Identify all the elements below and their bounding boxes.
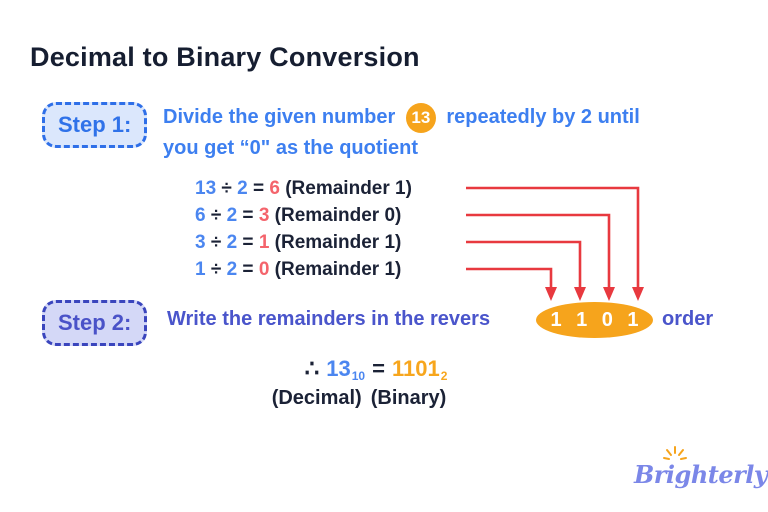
division-row: 1 ÷ 2 = 0 (Remainder 1) bbox=[195, 259, 402, 280]
step1-instruction-post: repeatedly by 2 until bbox=[446, 106, 640, 128]
division-steps: 13 ÷ 2 = 6 (Remainder 1) 6 ÷ 2 = 3 (Remai… bbox=[195, 175, 412, 283]
step2-label: Step 2: bbox=[58, 310, 132, 335]
base-labels: (Decimal) (Binary) bbox=[0, 387, 718, 410]
brighterly-logo-text: Brighterly bbox=[634, 460, 768, 489]
binary-digit: 0 bbox=[601, 308, 613, 331]
binary-label: (Binary) bbox=[370, 387, 447, 409]
step1-badge: Step 1: bbox=[42, 102, 148, 148]
sun-rays-icon bbox=[663, 446, 687, 460]
decimal-base-subscript: 10 bbox=[351, 369, 366, 383]
decimal-value: 13 bbox=[326, 356, 351, 381]
step2-instruction-post: order bbox=[662, 308, 714, 330]
step2-badge: Step 2: bbox=[42, 300, 148, 346]
therefore-symbol: ∴ bbox=[304, 355, 320, 381]
conclusion-formula: ∴ 1310 = 11012 bbox=[0, 355, 752, 383]
step1-instruction-pre: Divide the given number bbox=[163, 106, 396, 128]
page-title: Decimal to Binary Conversion bbox=[30, 42, 420, 72]
division-row: 6 ÷ 2 = 3 (Remainder 0) bbox=[195, 205, 402, 226]
step2-instruction-pre: Write the remainders in the revers bbox=[167, 308, 491, 330]
step1-label: Step 1: bbox=[58, 112, 132, 137]
binary-value: 1101 bbox=[391, 356, 440, 381]
binary-digit: 1 bbox=[576, 308, 588, 331]
division-row: 13 ÷ 2 = 6 (Remainder 1) bbox=[195, 178, 412, 199]
binary-digit: 1 bbox=[550, 308, 562, 331]
equals-sign: = bbox=[372, 356, 385, 381]
brighterly-logo: Brighterly bbox=[634, 446, 768, 492]
binary-base-subscript: 2 bbox=[440, 369, 448, 383]
division-row: 3 ÷ 2 = 1 (Remainder 1) bbox=[195, 232, 402, 253]
step1-instruction: Divide the given number 13 repeatedly by… bbox=[163, 102, 753, 163]
decimal-term: 1310 bbox=[326, 356, 365, 383]
decimal-label: (Decimal) bbox=[271, 387, 362, 409]
number-13-badge: 13 bbox=[405, 102, 436, 133]
binary-digit: 1 bbox=[627, 308, 639, 331]
binary-term: 11012 bbox=[392, 356, 447, 383]
step1-instruction-line2: you get “0" as the quotient bbox=[163, 136, 419, 159]
